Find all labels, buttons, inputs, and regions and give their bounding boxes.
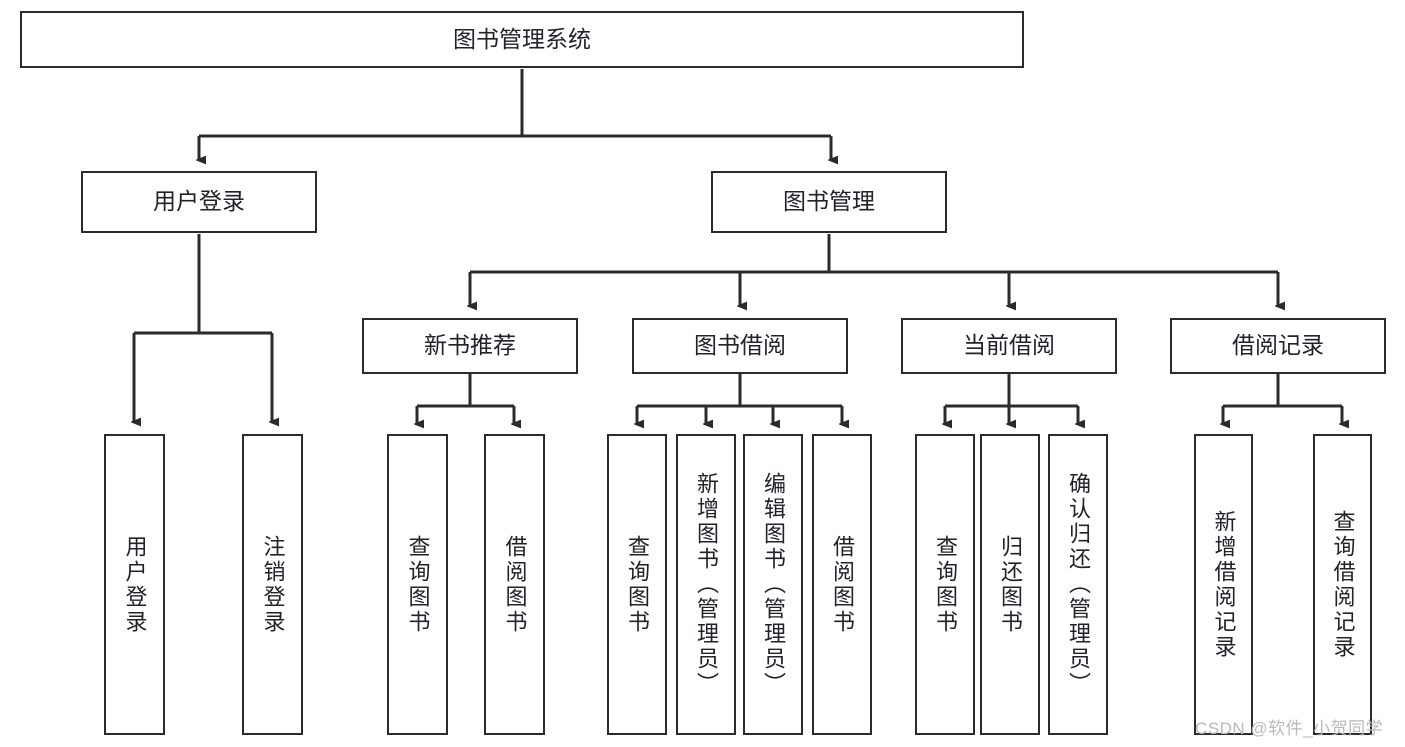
node-book-borrow[interactable]: 图书借阅 [632,318,848,374]
leaf-borrow-query-book[interactable]: 查询图书 [607,434,667,735]
node-label: 注销登录 [260,534,286,635]
node-label: 归还图书 [998,534,1023,635]
leaf-recommend-query-book[interactable]: 查询图书 [387,434,448,735]
leaf-user-login-login[interactable]: 用户登录 [104,434,165,735]
leaf-user-login-logout[interactable]: 注销登录 [242,434,303,735]
node-user-login[interactable]: 用户登录 [81,171,317,233]
node-label: 查询图书 [405,534,431,635]
leaf-borrow-edit-book-admin[interactable]: 编辑图书（管理员） [743,434,803,735]
leaf-borrow-add-book-admin[interactable]: 新增图书（管理员） [676,434,736,735]
node-label: 编辑图书（管理员） [761,472,786,697]
node-label: 借阅图书 [502,534,528,635]
node-label: 用户登录 [122,534,148,635]
node-label: 确认归还（管理员） [1066,472,1091,697]
node-label: 新增图书（管理员） [694,472,719,697]
leaf-current-query-book[interactable]: 查询图书 [915,434,975,735]
node-label: 新增借阅记录 [1211,509,1237,660]
node-new-book-recommend[interactable]: 新书推荐 [362,318,578,374]
node-book-management[interactable]: 图书管理 [711,171,947,233]
node-borrow-record[interactable]: 借阅记录 [1170,318,1386,374]
node-label: 查询图书 [933,534,958,635]
watermark: CSDN @软件_小贺同学 [1195,719,1384,738]
node-label: 借阅记录 [1232,332,1324,359]
node-label: 图书管理系统 [453,25,591,52]
leaf-recommend-borrow-book[interactable]: 借阅图书 [484,434,545,735]
node-label: 新书推荐 [424,332,516,359]
node-root-book-management-system[interactable]: 图书管理系统 [20,11,1024,68]
leaf-current-confirm-return-admin[interactable]: 确认归还（管理员） [1048,434,1108,735]
node-label: 当前借阅 [963,332,1055,359]
node-label: 借阅图书 [830,534,855,635]
node-label: 图书借阅 [694,332,786,359]
leaf-record-add-borrow-record[interactable]: 新增借阅记录 [1194,434,1253,735]
leaf-record-query-borrow-record[interactable]: 查询借阅记录 [1313,434,1372,735]
node-label: 查询借阅记录 [1330,509,1356,660]
node-label: 图书管理 [783,188,875,215]
leaf-current-return-book[interactable]: 归还图书 [980,434,1040,735]
node-current-borrow[interactable]: 当前借阅 [901,318,1117,374]
node-label: 用户登录 [153,188,245,215]
node-label: 查询图书 [625,534,650,635]
leaf-borrow-borrow-book[interactable]: 借阅图书 [812,434,872,735]
